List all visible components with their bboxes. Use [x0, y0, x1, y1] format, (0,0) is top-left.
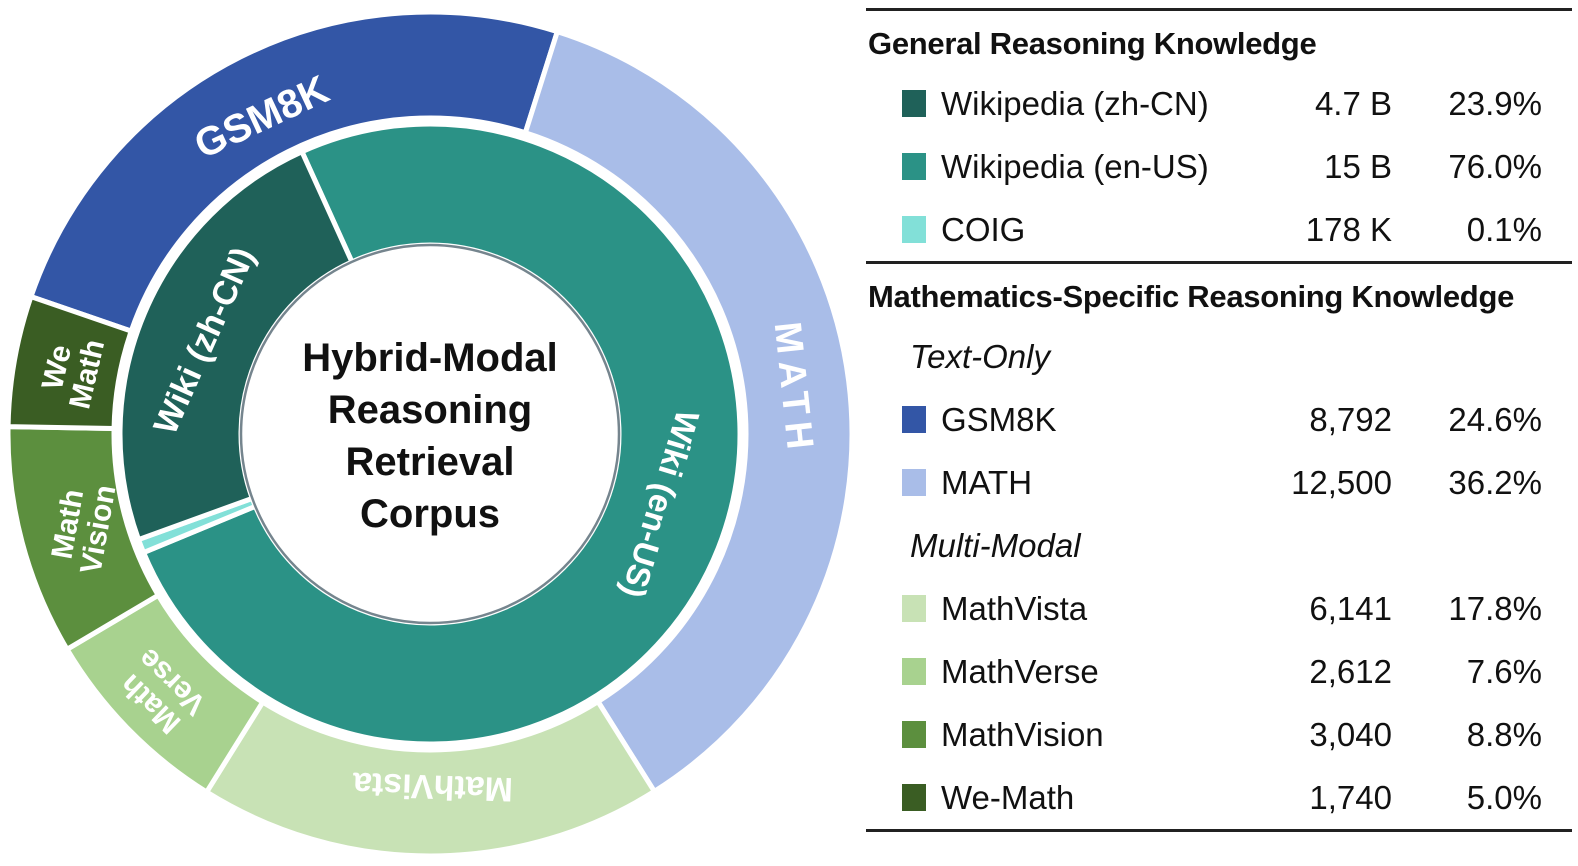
legend-percent: 36.2% [1448, 463, 1542, 501]
legend-row-wikipedia-en-us: Wikipedia (en-US) 15 B 76.0% [866, 135, 1572, 198]
center-title-line: Retrieval [345, 440, 515, 484]
legend-percent: 7.6% [1466, 652, 1542, 690]
legend-value: 12,500 [1291, 463, 1392, 501]
center-title-line: Corpus [359, 492, 500, 536]
legend-percent: 24.6% [1448, 400, 1542, 438]
legend-panel: General Reasoning Knowledge Wikipedia (z… [866, 8, 1572, 832]
slice-we-math [5, 294, 134, 431]
swatch-math [902, 469, 926, 496]
swatch-coig [902, 216, 926, 243]
legend-row-math: MATH 12,500 36.2% [866, 451, 1572, 514]
legend-percent: 76.0% [1448, 147, 1542, 185]
legend-label: MathVision [941, 715, 1104, 753]
legend-value: 15 B [1324, 147, 1392, 185]
swatch-wikipedia-en-us [902, 153, 926, 180]
center-title-line: Reasoning [327, 388, 533, 432]
legend-row-we-math: We-Math 1,740 5.0% [866, 766, 1572, 829]
legend-percent: 23.9% [1448, 84, 1542, 122]
swatch-gsm8k [902, 406, 926, 433]
subheader-text-only: Text-Only [910, 337, 1050, 375]
chart-center-title: Hybrid-Modal Reasoning Retrieval Corpus [302, 332, 558, 540]
legend-label: MATH [941, 463, 1033, 501]
swatch-mathvista [902, 595, 926, 622]
legend-row-wikipedia-zh-cn: Wikipedia (zh-CN) 4.7 B 23.9% [866, 72, 1572, 135]
swatch-mathverse [902, 658, 926, 685]
slice-math [522, 29, 855, 794]
legend-row-gsm8k: GSM8K 8,792 24.6% [866, 388, 1572, 451]
slice-gsm8k [28, 9, 560, 334]
legend-percent: 5.0% [1466, 778, 1542, 816]
swatch-we-math [902, 784, 926, 811]
legend-row-mathvista: MathVista 6,141 17.8% [866, 577, 1572, 640]
legend-value: 8,792 [1309, 400, 1392, 438]
legend-value: 6,141 [1309, 589, 1392, 627]
legend-label: COIG [941, 210, 1026, 248]
legend-label: MathVerse [941, 652, 1099, 690]
swatch-wikipedia-zh-cn [902, 90, 926, 117]
legend-value: 178 K [1305, 210, 1392, 248]
legend-label: MathVista [941, 589, 1088, 627]
legend-row-mathverse: MathVerse 2,612 7.6% [866, 640, 1572, 703]
legend-percent: 17.8% [1448, 589, 1542, 627]
legend-value: 1,740 [1309, 778, 1392, 816]
center-hole-rim [239, 243, 621, 625]
rule-section-divider [866, 261, 1572, 264]
legend-row-mathvision: MathVision 3,040 8.8% [866, 703, 1572, 766]
swatch-mathvision [902, 721, 926, 748]
legend-value: 4.7 B [1314, 84, 1392, 122]
section-title-math-specific: Mathematics-Specific Reasoning Knowledge [868, 279, 1515, 314]
legend-label: GSM8K [941, 400, 1057, 438]
legend-label: Wikipedia (en-US) [941, 147, 1209, 185]
rule-top [866, 8, 1572, 11]
legend-value: 3,040 [1309, 715, 1392, 753]
legend-percent: 8.8% [1466, 715, 1542, 753]
legend-percent: 0.1% [1466, 210, 1542, 248]
rule-bottom [866, 829, 1572, 832]
legend-label: Wikipedia (zh-CN) [941, 84, 1209, 122]
legend-row-coig: COIG 178 K 0.1% [866, 198, 1572, 261]
center-title-line: Hybrid-Modal [302, 336, 558, 380]
section-title-general: General Reasoning Knowledge [868, 26, 1317, 61]
legend-label: We-Math [941, 778, 1075, 816]
subheader-multi-modal: Multi-Modal [910, 526, 1081, 564]
donut-chart-svg [5, 9, 855, 856]
legend-value: 2,612 [1309, 652, 1392, 690]
